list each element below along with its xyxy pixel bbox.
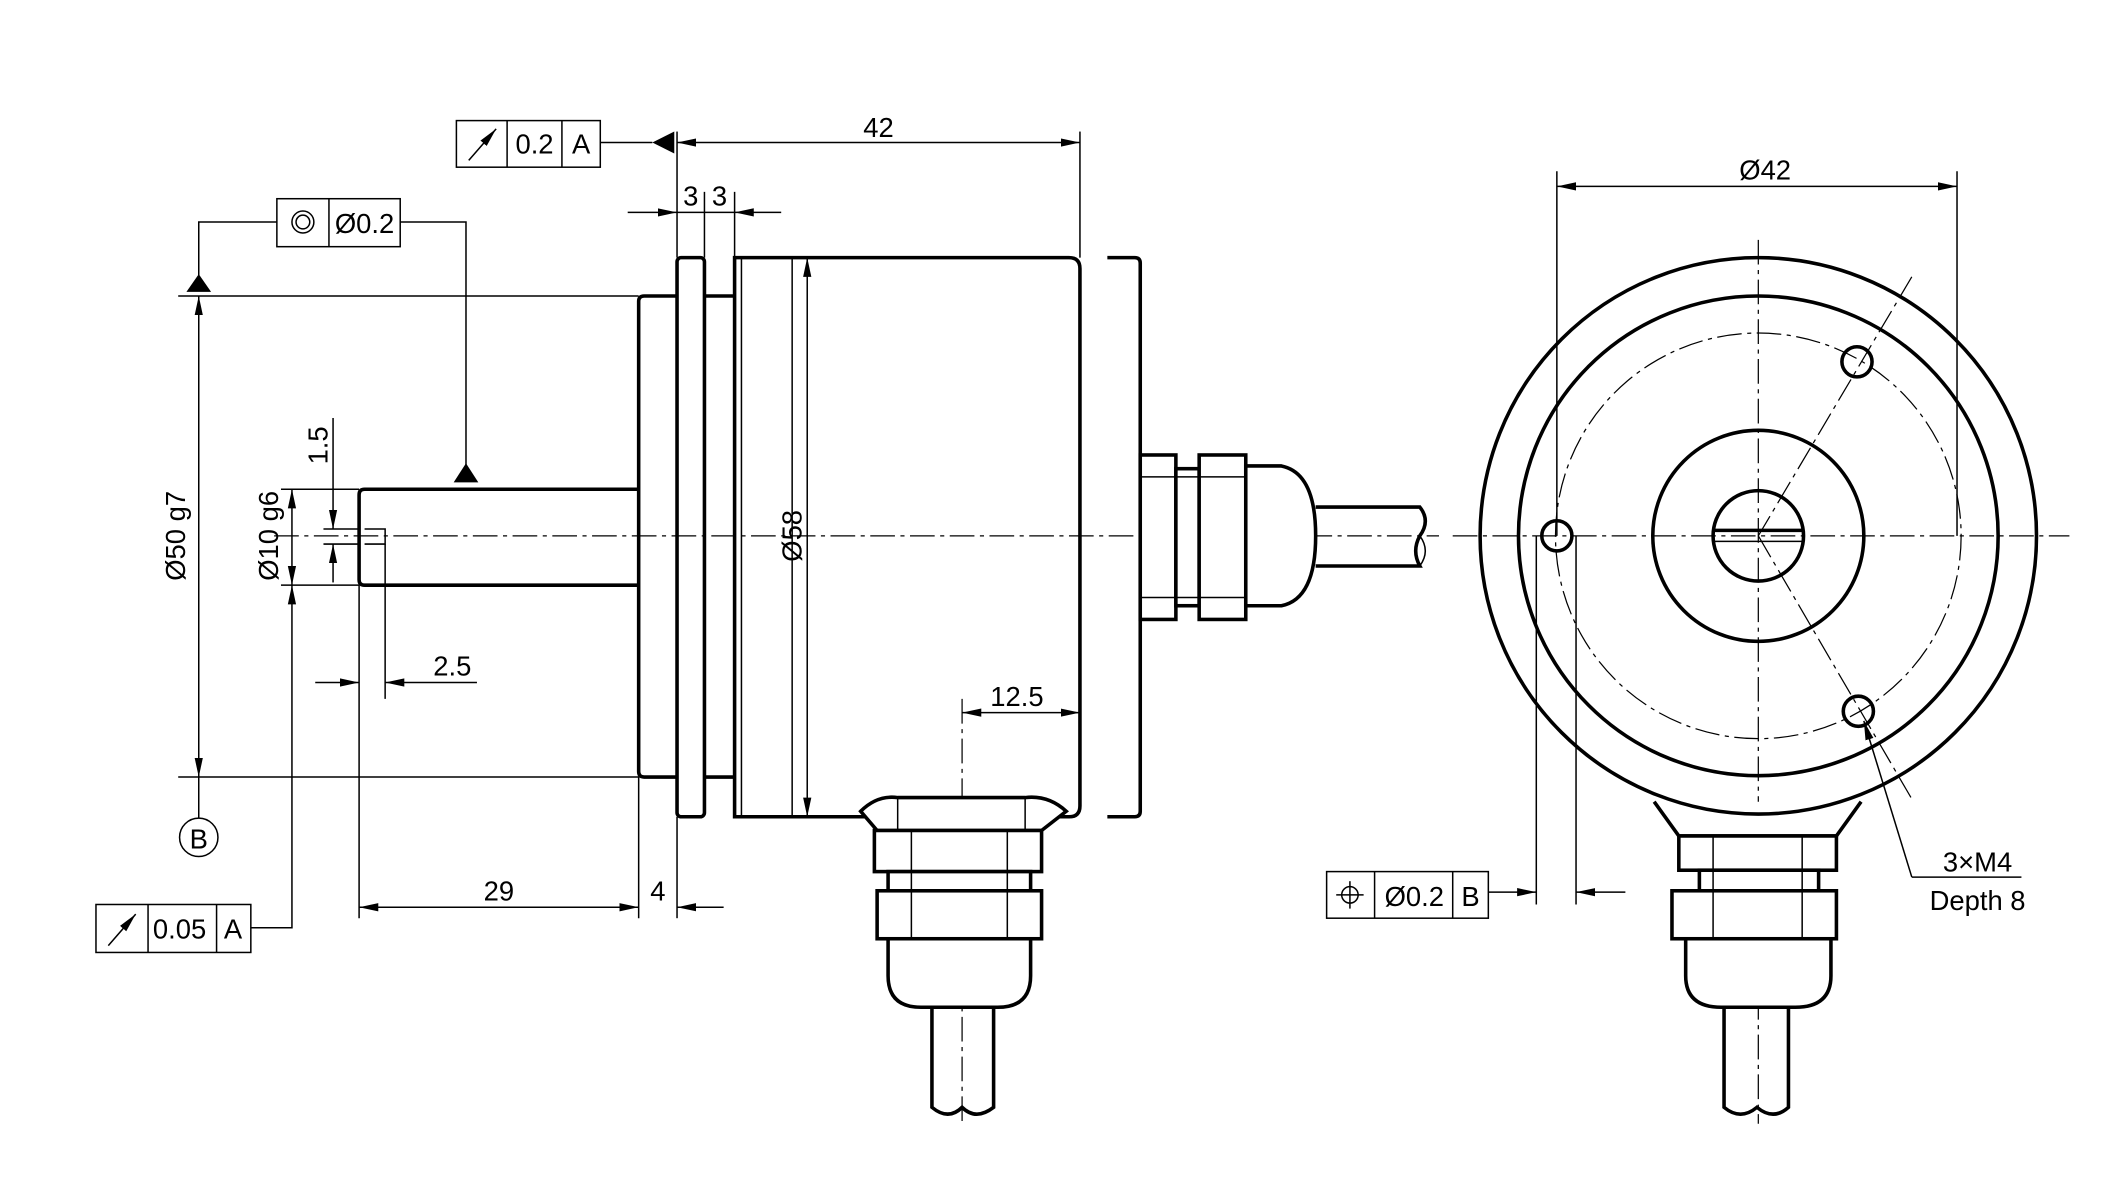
end-cap xyxy=(1107,255,1143,819)
svg-text:B: B xyxy=(1461,881,1479,912)
spigot xyxy=(636,294,678,779)
side-view xyxy=(357,255,1428,1116)
hub xyxy=(1651,428,1866,644)
dim-50: Ø50 g7 xyxy=(160,491,191,581)
svg-text:0.2: 0.2 xyxy=(515,128,553,159)
svg-text:Ø0.2: Ø0.2 xyxy=(1385,881,1444,912)
runout-icon xyxy=(107,913,137,947)
thread-note: 3×M4 xyxy=(1943,847,2012,878)
dim-2-5: 2.5 xyxy=(433,651,471,682)
tolerance-runout-shaft: 0.05 A xyxy=(95,585,297,954)
concentricity-icon xyxy=(291,210,315,234)
dim-1-5: 1.5 xyxy=(303,426,334,464)
dim-3a: 3 xyxy=(683,181,698,212)
shaft-key xyxy=(364,528,386,545)
dim-29: 29 xyxy=(484,875,514,906)
outer-housing xyxy=(1478,255,2039,816)
svg-text:0.05: 0.05 xyxy=(153,914,206,945)
svg-text:A: A xyxy=(224,914,243,945)
shaft-end xyxy=(1711,488,1806,583)
bottom-cable xyxy=(930,1007,996,1116)
runout-icon xyxy=(468,128,497,161)
thread-depth: Depth 8 xyxy=(1930,885,2026,916)
dim-10: Ø10 g6 xyxy=(253,491,284,581)
thread-hole xyxy=(1841,694,1876,729)
tolerance-position: Ø0.2 B xyxy=(1325,870,1490,919)
position-icon xyxy=(1336,881,1364,909)
shaft xyxy=(357,487,639,587)
dim-3b: 3 xyxy=(712,181,727,212)
svg-text:A: A xyxy=(572,128,591,159)
thread-hole xyxy=(1840,344,1874,379)
front-view xyxy=(1478,255,2039,1116)
tolerance-concentricity: Ø0.2 xyxy=(186,197,479,483)
datum-b-label: B xyxy=(190,823,208,854)
dim-12-5: 12.5 xyxy=(990,681,1043,712)
dim-42-bolt: Ø42 xyxy=(1739,155,1791,186)
front-cable xyxy=(1722,1007,1791,1116)
tolerance-runout-face: 0.2 A xyxy=(455,119,675,168)
dim-42: 42 xyxy=(863,112,893,143)
dimensions: 42 3 3 Ø50 g7 B Ø10 g6 1.5 2.5 29 xyxy=(160,112,2026,919)
dim-58: Ø58 xyxy=(777,510,808,562)
flange xyxy=(675,255,707,819)
svg-text:Ø0.2: Ø0.2 xyxy=(335,208,394,239)
dim-4: 4 xyxy=(650,875,665,906)
datum-b xyxy=(178,817,219,858)
rear-cable xyxy=(1315,505,1428,568)
housing xyxy=(732,255,1082,819)
